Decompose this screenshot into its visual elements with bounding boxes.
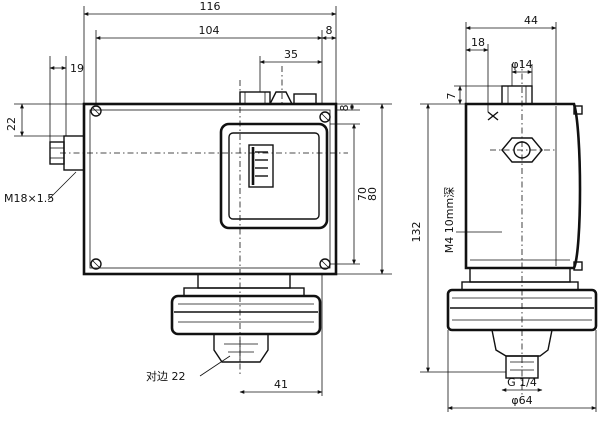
label-70: 70 xyxy=(356,187,369,201)
corner-screw-icon xyxy=(90,105,102,117)
corner-screw-icon xyxy=(90,258,102,270)
label-8-top: 8 xyxy=(326,24,333,37)
label-18: 18 xyxy=(471,36,485,49)
corner-screw-icon xyxy=(319,111,331,123)
label-132: 132 xyxy=(410,222,423,243)
side-knob-icon xyxy=(501,85,533,105)
label-phi64: φ64 xyxy=(511,394,532,407)
side-view: 44 18 φ14 7 132 M4 10mm深 G 1/4 φ64 xyxy=(410,14,598,412)
scale-window-frame xyxy=(219,122,329,230)
label-across-flats: 对边 22 xyxy=(146,369,186,383)
label-80: 80 xyxy=(366,187,379,201)
label-19: 19 xyxy=(70,62,84,75)
label-m4-depth: M4 10mm深 xyxy=(443,187,456,253)
adjustment-screw-icon xyxy=(239,91,271,105)
label-m18-thread: M18×1.5 xyxy=(4,192,54,205)
adjustment-screw-icon xyxy=(293,93,317,105)
label-41: 41 xyxy=(274,378,288,391)
label-35: 35 xyxy=(284,48,298,61)
label-22: 22 xyxy=(5,117,18,131)
front-view: 116 104 8 35 19 22 8 70 80 M18×1.5 对边 22… xyxy=(4,0,392,396)
label-116: 116 xyxy=(200,0,221,13)
label-8-right: 8 xyxy=(338,105,351,112)
label-44: 44 xyxy=(524,14,538,27)
pressure-connector xyxy=(170,273,322,363)
adjustment-screw-icon xyxy=(269,91,293,105)
corner-screw-icon xyxy=(319,258,331,270)
enclosure-inner-edge xyxy=(89,109,331,269)
label-phi14: φ14 xyxy=(511,58,532,71)
label-104: 104 xyxy=(199,24,220,37)
label-g14: G 1/4 xyxy=(507,376,537,389)
scale-window xyxy=(228,132,320,220)
scale-indicator-icon xyxy=(248,144,274,188)
label-7: 7 xyxy=(445,93,458,100)
enclosure-body xyxy=(82,102,338,276)
side-body xyxy=(464,102,582,270)
